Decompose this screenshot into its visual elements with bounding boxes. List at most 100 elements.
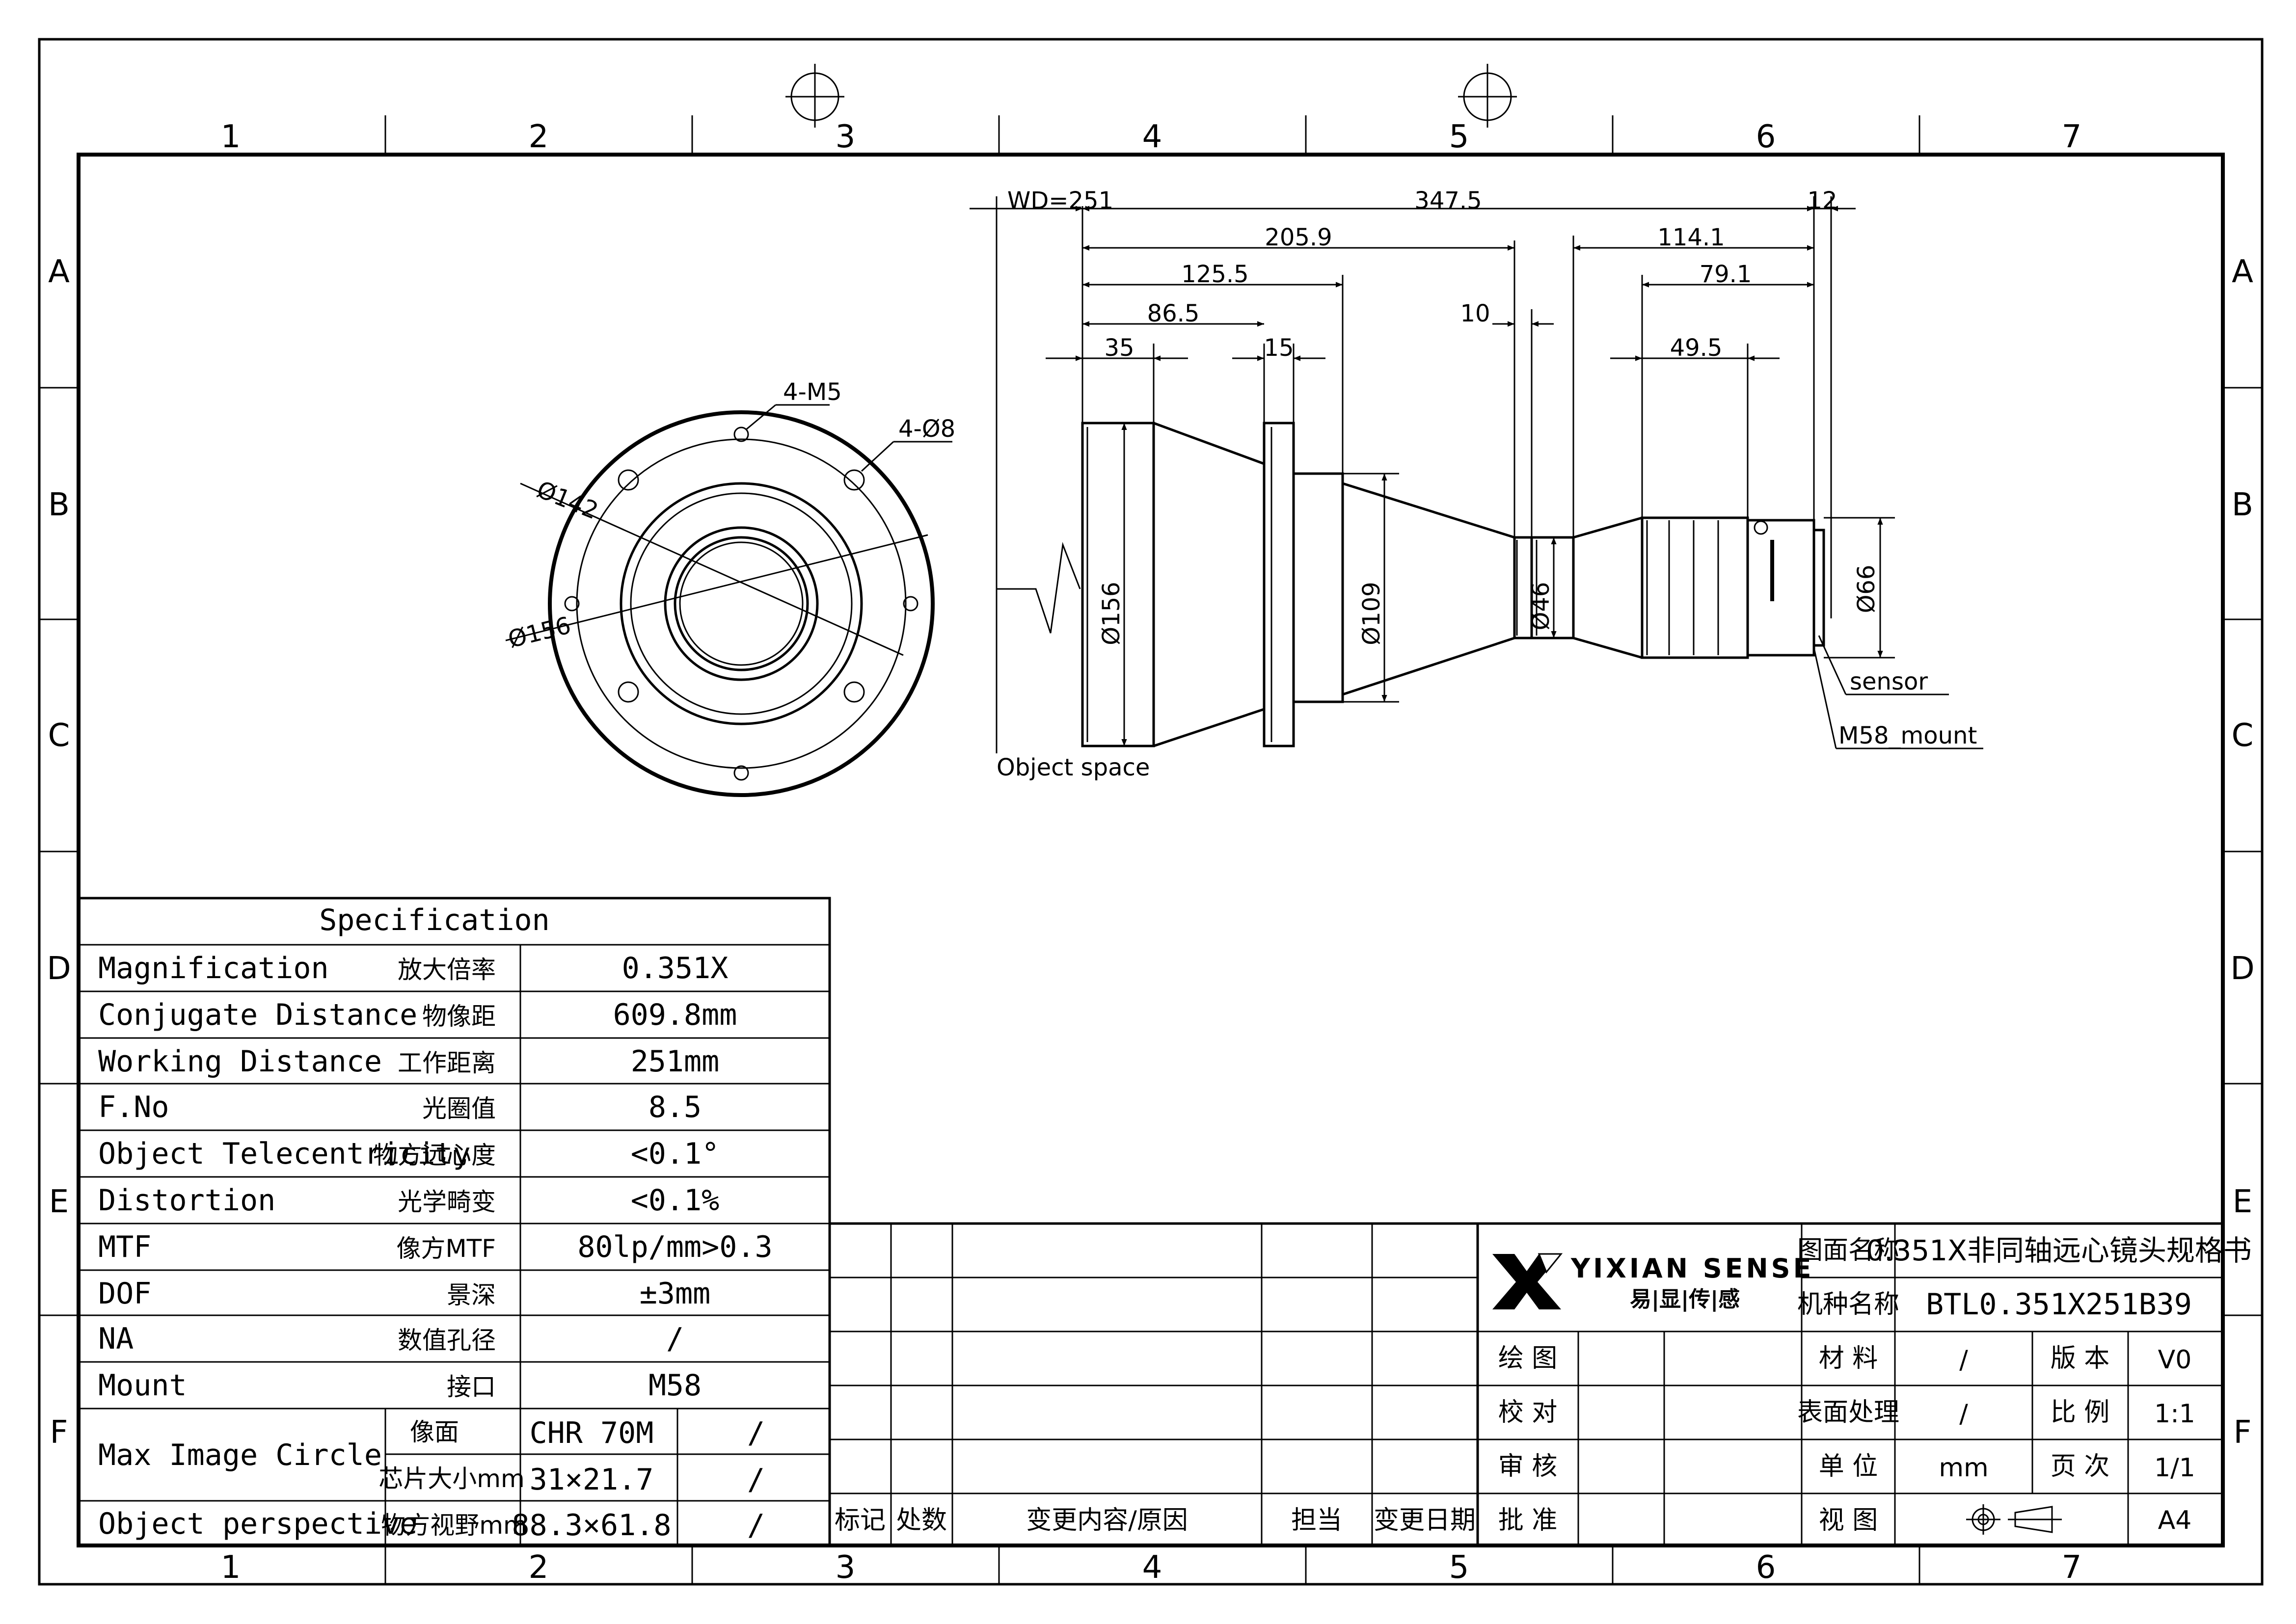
dim-sensor-gap: 12 (1807, 187, 1837, 214)
dim-dia46: Ø46 (1527, 582, 1555, 631)
spec-row-value: M58 (648, 1368, 702, 1403)
col-label-top: 5 (1449, 119, 1469, 155)
dim-dia66: Ø66 (1853, 565, 1880, 613)
dim-total: 347.5 (1414, 187, 1482, 214)
spec-row-value: <0.1% (631, 1183, 720, 1218)
col-label-top: 6 (1756, 119, 1776, 155)
dim-dia156: Ø156 (1098, 582, 1125, 645)
row-label-left: E (49, 1184, 69, 1220)
spec-row-label: Distortion (98, 1183, 275, 1218)
outer-frame (38, 38, 2264, 1586)
row-label-right: A (2232, 254, 2253, 290)
spec-row-label-cn: 放大倍率 (398, 956, 496, 984)
spec-row-label-cn: 物像距 (422, 1002, 496, 1031)
col-label-top: 2 (529, 119, 549, 155)
rev-header-date: 变更日期 (1374, 1506, 1476, 1535)
row-label-right: F (2234, 1414, 2252, 1451)
unit-label: 单 位 (1819, 1452, 1878, 1481)
surface-value: / (1959, 1399, 1968, 1429)
model-label: 机种名称 (1797, 1290, 1899, 1319)
col-label-bottom: 4 (1142, 1549, 1162, 1586)
drawing-name-label: 图面名称 (1797, 1236, 1899, 1265)
col-label-top: 7 (2062, 119, 2082, 155)
dim-10: 10 (1460, 300, 1490, 327)
spec-row-value: 80lp/mm>0.3 (577, 1230, 772, 1264)
row-label-right: D (2230, 951, 2254, 987)
dim-35: 35 (1104, 334, 1134, 362)
page-value: 1/1 (2154, 1453, 2195, 1483)
spec-row-label-cn: 物方远心度 (373, 1141, 496, 1170)
dim-dia109: Ø109 (1358, 582, 1385, 645)
spec-object-perspective-value: 88.3×61.8 (512, 1508, 671, 1543)
zone-labels: 1 2 3 4 5 6 7 1 2 3 4 5 6 7 A B C D E F … (47, 119, 2254, 1586)
col-label-bottom: 3 (836, 1549, 856, 1586)
spec-row-label-cn: 像方MTF (397, 1234, 496, 1263)
spec-object-perspective-cn: 物方视野mm (381, 1511, 527, 1540)
scale-label: 比 例 (2051, 1398, 2110, 1427)
spec-row-label-cn: 接口 (447, 1373, 496, 1401)
spec-row-label: Conjugate Distance (98, 998, 417, 1032)
spec-row-value: ±3mm (640, 1277, 711, 1311)
col-label-top: 3 (836, 119, 856, 155)
title-block: YIXIAN SENSE 易|显|传|感 绘 图 校 对 审 核 批 准 图面名… (1476, 1222, 2252, 1547)
row-label-right: C (2232, 718, 2254, 754)
spec-row-value: 0.351X (622, 951, 729, 985)
callout-mount: M58_mount (1838, 722, 1977, 749)
spec-image-plane-cn: 像面 (410, 1418, 459, 1446)
projection-symbol-icon (1966, 1504, 2062, 1535)
yixian-logo-icon (1492, 1253, 1563, 1309)
front-label-d8: 4-Ø8 (898, 415, 955, 443)
spec-image-plane-value: CHR 70M (530, 1416, 654, 1450)
surface-label: 表面处理 (1797, 1398, 1899, 1427)
version-label: 版 本 (2051, 1344, 2110, 1373)
spec-row-label-cn: 光圈值 (422, 1094, 496, 1123)
sign-draw: 绘 图 (1498, 1344, 1558, 1373)
spec-row-label: Magnification (98, 951, 329, 985)
spec-title: Specification (319, 903, 550, 937)
sign-check: 校 对 (1498, 1398, 1558, 1427)
dim-49: 49.5 (1670, 334, 1723, 362)
dim-114: 114.1 (1657, 224, 1725, 251)
spec-row-label: NA (98, 1322, 134, 1356)
spec-table: Specification Magnification 放大倍率 0.351X Con… (77, 897, 831, 1547)
spec-row-value: 8.5 (648, 1090, 702, 1124)
spec-chip-size-value: 31×21.7 (530, 1463, 654, 1497)
spec-object-perspective-extra: / (747, 1508, 765, 1543)
dim-125: 125.5 (1181, 261, 1248, 288)
spec-row-label-cn: 景深 (447, 1281, 496, 1309)
sheet-size: A4 (2158, 1506, 2192, 1535)
row-label-left: C (48, 718, 70, 754)
row-label-left: B (48, 487, 70, 523)
spec-chip-size-extra: / (747, 1463, 765, 1497)
col-label-top: 4 (1142, 119, 1162, 155)
spec-max-image-circle: Max Image Circle (98, 1438, 382, 1472)
version-value: V0 (2158, 1345, 2192, 1375)
object-space-label: Object space (997, 754, 1150, 781)
spec-row-value: <0.1° (631, 1137, 720, 1171)
spec-row-label: MTF (98, 1230, 151, 1264)
col-label-bottom: 2 (529, 1549, 549, 1586)
spec-object-perspective: Object perspective (98, 1507, 417, 1541)
material-value: / (1959, 1345, 1968, 1375)
brand-name-cn: 易|显|传|感 (1630, 1287, 1740, 1312)
page-label: 页 次 (2051, 1452, 2110, 1481)
rev-header-owner: 担当 (1291, 1506, 1342, 1535)
sign-approve: 批 准 (1498, 1506, 1558, 1535)
spec-rows: Magnification 放大倍率 0.351X Conjugate Distanc… (98, 951, 773, 1403)
dim-15: 15 (1264, 334, 1294, 362)
model-name: BTL0.351X251B39 (1926, 1287, 2192, 1322)
drawing-name: 0.351X非同轴远心镜头规格书 (1866, 1234, 2252, 1267)
spec-row-value: 609.8mm (613, 998, 737, 1032)
rev-header-count: 处数 (896, 1506, 947, 1535)
material-label: 材 料 (1819, 1344, 1878, 1373)
front-view: 4-M5 4-Ø8 Ø142 Ø156 (505, 378, 955, 797)
row-label-left: F (50, 1414, 68, 1451)
spec-row-label-cn: 工作距离 (398, 1049, 496, 1077)
unit-value: mm (1939, 1453, 1988, 1483)
col-label-bottom: 7 (2062, 1549, 2082, 1586)
spec-row-label-cn: 数值孔径 (398, 1326, 496, 1355)
sign-review: 审 核 (1498, 1452, 1558, 1481)
callout-sensor: sensor (1850, 668, 1928, 695)
